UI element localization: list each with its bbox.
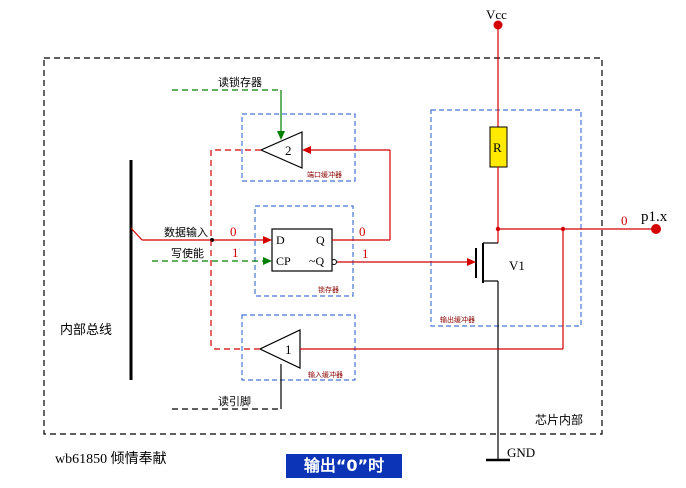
author-credit: wb61850 倾情奉献 <box>55 452 167 467</box>
input-buffer-num: 1 <box>285 342 292 357</box>
input-buffer-block <box>241 314 356 381</box>
pin-value: 0 <box>621 213 628 228</box>
write-enable-label: 写使能 <box>171 246 204 260</box>
internal-bus-label: 内部总线 <box>60 322 112 338</box>
vcc-terminal <box>493 20 503 30</box>
d-flipflop <box>271 228 333 272</box>
pin-branch-dot <box>560 226 566 232</box>
write-enable-value: 1 <box>232 245 239 260</box>
latch-label: 锁存器 <box>318 285 339 294</box>
pin-label: p1.x <box>641 209 668 225</box>
bus-to-data-in <box>130 227 143 241</box>
port-buffer-label: 端口缓冲器 <box>307 170 342 179</box>
pin-terminal <box>651 224 661 234</box>
input-buffer-label: 输入缓冲器 <box>308 370 343 379</box>
ff-d-label: D <box>276 233 285 247</box>
read-latch-arrow <box>277 131 285 140</box>
vcc-label: Vcc <box>486 7 507 22</box>
port-buffer-triangle <box>259 131 303 169</box>
latch-block <box>254 205 354 297</box>
port-buffer-block <box>241 113 356 182</box>
chip-internal-label: 芯片内部 <box>535 412 583 427</box>
caption-banner: 输出“0”时 <box>286 454 402 478</box>
data-in-label: 数据输入 <box>164 225 208 239</box>
gnd-label: GND <box>507 445 535 460</box>
q-value: 0 <box>359 224 366 239</box>
d-arrowhead <box>263 236 272 244</box>
port-buffer-in-arrow <box>302 146 311 154</box>
output-buffer-block <box>430 109 582 327</box>
ff-nq-label: ~Q <box>309 254 324 268</box>
port-buffer-num: 2 <box>285 143 292 158</box>
input-buffer-triangle <box>258 329 301 369</box>
ff-q-label: Q <box>316 233 325 247</box>
ff-cp-label: CP <box>276 254 291 268</box>
transistor-label: V1 <box>509 258 525 273</box>
gate-arrowhead <box>467 258 476 266</box>
chip-boundary <box>43 57 603 435</box>
read-pin-label: 读引脚 <box>218 394 251 408</box>
resistor-label: R <box>493 140 502 155</box>
read-latch-label: 读锁存器 <box>218 75 262 89</box>
cp-arrowhead <box>263 257 272 265</box>
nq-value: 1 <box>362 246 369 261</box>
data-in-value: 0 <box>230 224 237 239</box>
output-buffer-label: 输出缓冲器 <box>440 315 475 324</box>
